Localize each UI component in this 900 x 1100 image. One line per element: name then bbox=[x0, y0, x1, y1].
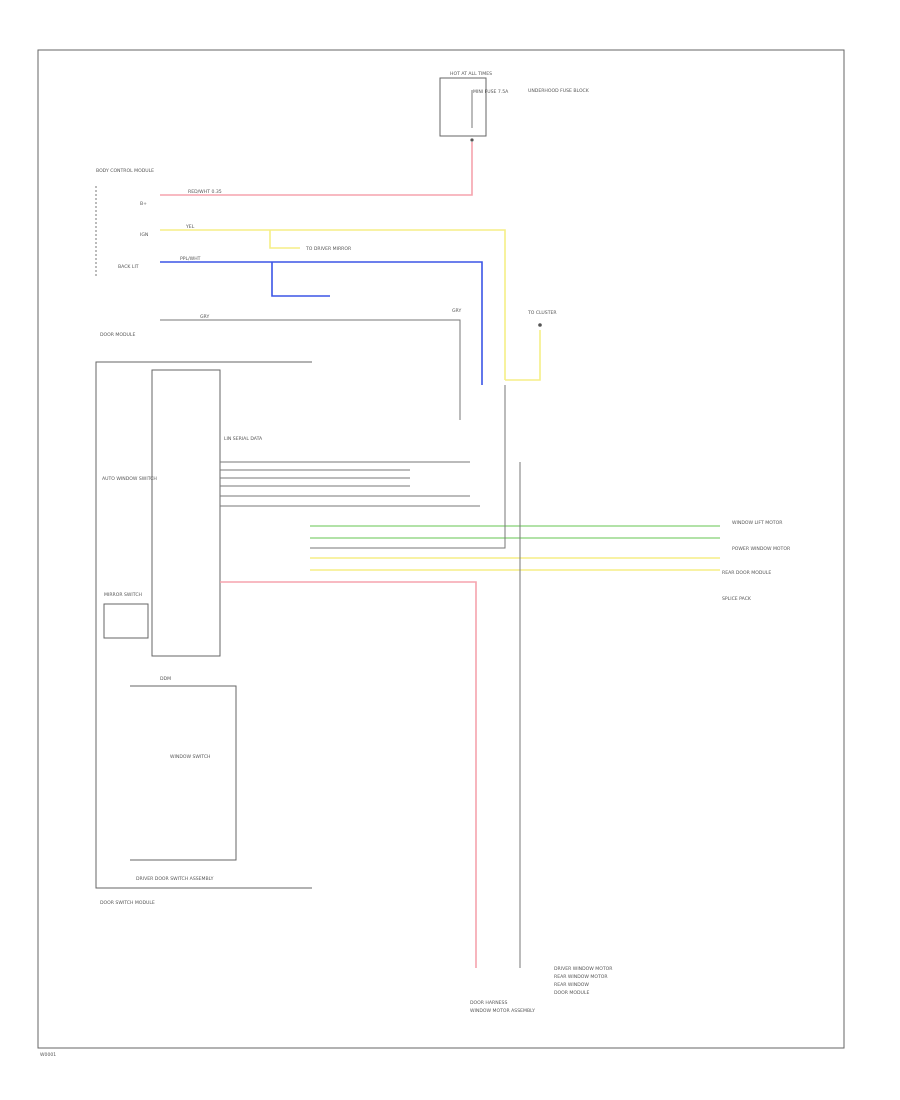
window-switch-label: WINDOW SWITCH bbox=[170, 754, 211, 760]
wire-blue-backlit bbox=[160, 261, 483, 385]
door-module-box bbox=[151, 369, 221, 657]
right-ref-4: SPLICE PACK bbox=[722, 596, 752, 602]
left-module-outline bbox=[95, 361, 312, 889]
bottom-left-title: WINDOW MOTOR ASSEMBLY bbox=[470, 1008, 535, 1014]
pin-backlit-label: BACK LIT bbox=[118, 264, 139, 270]
right-ref-3: REAR DOOR MODULE bbox=[722, 570, 771, 576]
bottom-ref-4: DOOR MODULE bbox=[554, 990, 589, 996]
pin-bplus-label: B+ bbox=[140, 201, 147, 207]
fuse-block-label: UNDERHOOD FUSE BLOCK bbox=[528, 88, 590, 94]
diagram-frame bbox=[37, 49, 845, 1049]
mirror-switch-box bbox=[103, 603, 149, 639]
to-driver-mirror-label: TO DRIVER MIRROR bbox=[305, 246, 352, 252]
wire-blue-branch bbox=[271, 262, 330, 297]
right-ref-1: WINDOW LIFT MOTOR bbox=[732, 520, 783, 526]
wire-gray-top bbox=[160, 319, 461, 420]
harness-wire-to-ign bbox=[310, 385, 506, 549]
wire-yellow-branch bbox=[269, 230, 300, 249]
wire-gray-label: GRY bbox=[200, 314, 209, 320]
wire-red-label: RED/WHT 0.35 bbox=[188, 189, 222, 195]
left-switch-a-label: AUTO WINDOW SWITCH bbox=[102, 476, 157, 482]
wire-red-bplus bbox=[160, 142, 473, 196]
wire-yellow-label: YEL bbox=[185, 224, 195, 230]
bottom-ref-2: REAR WINDOW MOTOR bbox=[554, 974, 608, 980]
left-module-sub: DOOR MODULE bbox=[100, 332, 135, 338]
left-switch-b-label: MIRROR SWITCH bbox=[104, 592, 142, 598]
to-cluster-label: TO CLUSTER bbox=[527, 310, 557, 316]
fuse-label: MINI FUSE 7.5A bbox=[473, 89, 509, 95]
switch-assembly-title: DRIVER DOOR SWITCH ASSEMBLY bbox=[136, 876, 214, 882]
bottom-ref-1: DRIVER WINDOW MOTOR bbox=[554, 966, 613, 972]
center-header-label: LIN SERIAL DATA bbox=[224, 436, 263, 442]
fuse-terminal bbox=[470, 138, 474, 142]
footer-id: W0001 bbox=[40, 1052, 56, 1058]
bottom-ref-3: REAR WINDOW bbox=[554, 982, 589, 988]
switch-assembly-outline bbox=[130, 685, 237, 861]
fuse-block-box bbox=[439, 77, 487, 137]
left-module-header: BODY CONTROL MODULE bbox=[96, 168, 154, 174]
top-connector-label: HOT AT ALL TIMES bbox=[450, 71, 492, 77]
bottom-left-ref: DOOR HARNESS bbox=[470, 1000, 507, 1006]
wire-yellow-ign bbox=[160, 229, 506, 380]
wire-yellow-cluster bbox=[505, 330, 541, 381]
right-ref-2: POWER WINDOW MOTOR bbox=[732, 546, 791, 552]
cluster-terminal bbox=[538, 323, 542, 327]
wire-gray-label-2: GRY bbox=[452, 308, 461, 314]
harness-wire-red-down bbox=[220, 581, 477, 968]
wire-blue-label: PPL/WHT bbox=[180, 256, 201, 262]
module-footer-label: DOOR SWITCH MODULE bbox=[100, 900, 155, 906]
pin-ign-label: IGN bbox=[140, 232, 148, 238]
module-code-label: DDM bbox=[160, 676, 171, 682]
